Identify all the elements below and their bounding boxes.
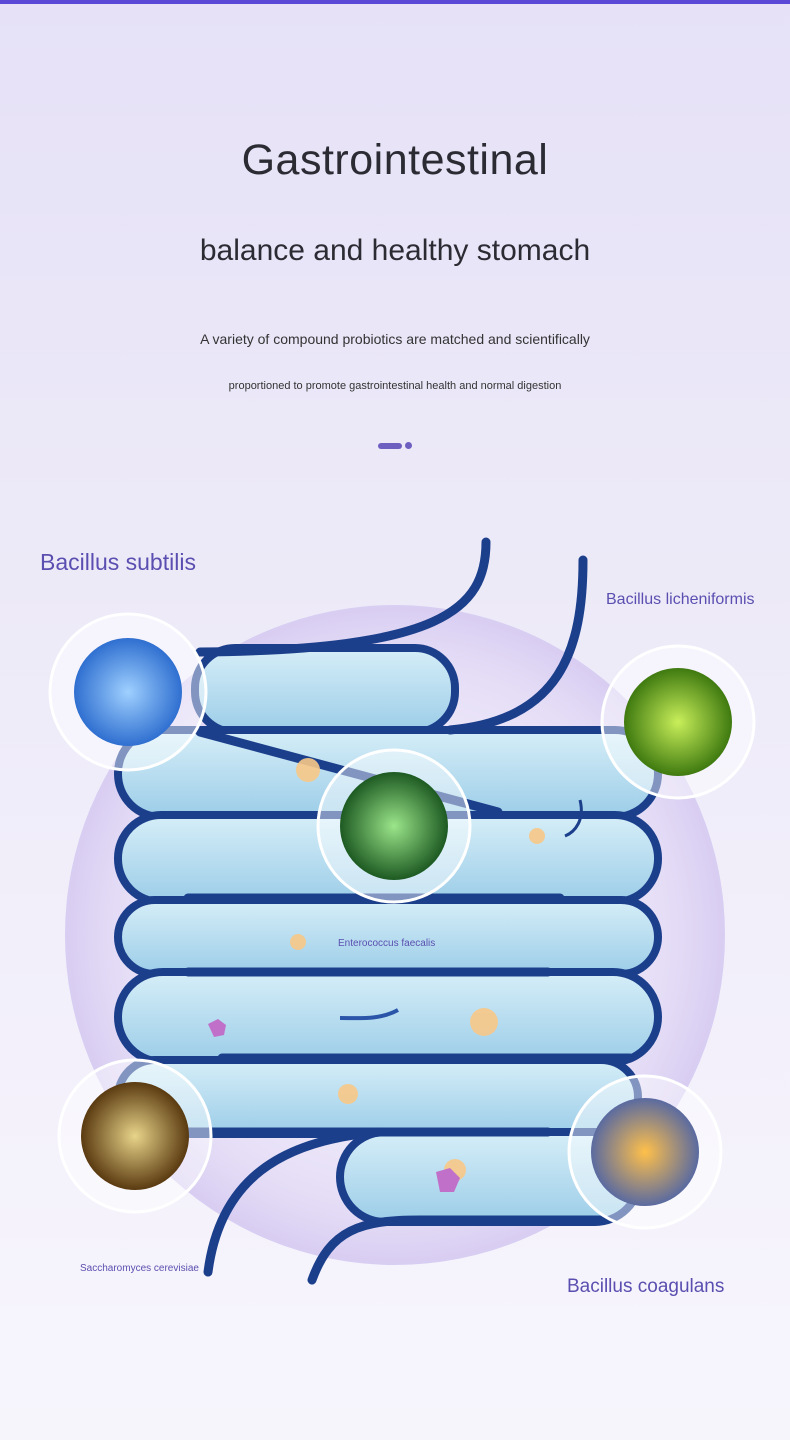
top-accent-bar: [0, 0, 790, 4]
label-bacillus-subtilis: Bacillus subtilis: [40, 549, 196, 575]
bacillus-subtilis-image: [74, 638, 182, 746]
microbe-bubbles: [48, 612, 756, 1230]
bacillus-licheniformis-image: [624, 668, 732, 776]
bacillus-coagulans-image: [591, 1098, 699, 1206]
section-divider: [378, 442, 412, 449]
probiotic-particles: [290, 758, 545, 1181]
label-enterococcus-faecalis: Enterococcus faecalis: [338, 938, 436, 949]
saccharomyces-cerevisiae-image: [81, 1082, 189, 1190]
label-bacillus-coagulans: Bacillus coagulans: [567, 1276, 725, 1297]
flow-arrow-icon: [564, 799, 583, 838]
label-bacillus-licheniformis: Bacillus licheniformis: [606, 591, 755, 608]
flow-arrow-icon: [339, 1008, 399, 1021]
label-saccharomyces-cerevisiae: Saccharomyces cerevisiae: [80, 1263, 199, 1274]
enterococcus-faecalis-image: [340, 772, 448, 880]
page-title: Gastrointestinal: [241, 136, 549, 184]
page-subtitle: balance and healthy stomach: [199, 234, 591, 267]
description-line-2: proportioned to promote gastrointestinal…: [228, 380, 562, 392]
description-line-1: A variety of compound probiotics are mat…: [200, 331, 590, 347]
